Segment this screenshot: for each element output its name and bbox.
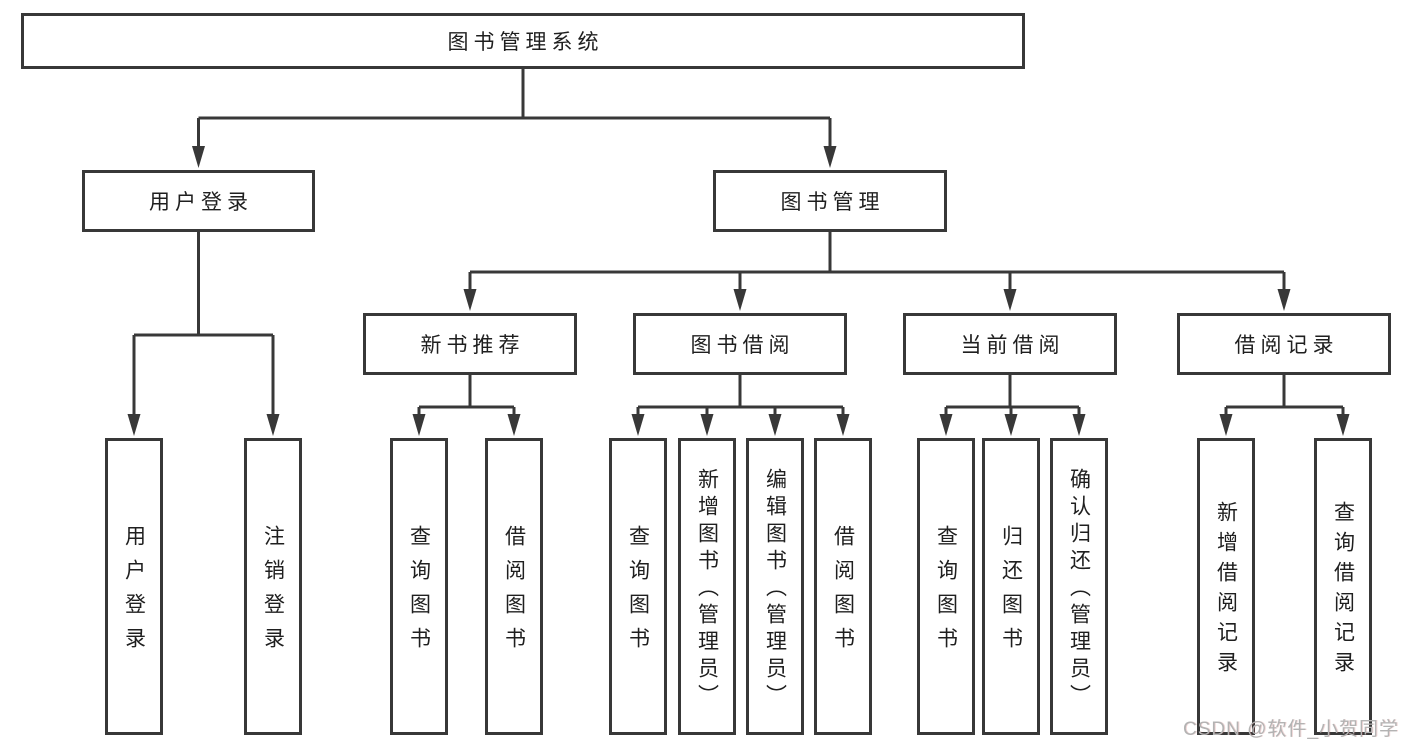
arrowhead-icon	[700, 414, 714, 436]
arrowhead-icon	[939, 414, 953, 436]
leaf-user-login: 用户登录	[105, 438, 163, 735]
node-user-login: 用户登录	[82, 170, 315, 232]
leaf-confirm-return-admin: 确认归还（管理员）	[1050, 438, 1108, 735]
leaf-label: 查询借阅记录	[1331, 501, 1355, 681]
node-label: 当前借阅	[960, 334, 1065, 357]
leaf-add-books-admin: 新增图书（管理员）	[678, 438, 736, 735]
leaf-label: 归还图书	[999, 525, 1023, 661]
arrowhead-icon	[192, 146, 205, 168]
arrowhead-icon	[507, 414, 521, 436]
arrowhead-icon	[733, 289, 747, 311]
leaf-label: 编辑图书（管理员）	[763, 468, 787, 711]
leaf-label: 借阅图书	[831, 525, 855, 661]
leaf-label: 查询图书	[407, 525, 431, 661]
node-borrowing-records: 借阅记录	[1177, 313, 1391, 375]
node-current-borrowing: 当前借阅	[903, 313, 1117, 375]
arrowhead-icon	[823, 146, 837, 168]
leaf-query-borrow-record: 查询借阅记录	[1314, 438, 1372, 735]
arrowhead-icon	[412, 414, 426, 436]
arrowhead-icon	[1336, 414, 1350, 436]
arrowhead-icon	[836, 414, 850, 436]
leaf-label: 确认归还（管理员）	[1067, 468, 1091, 711]
node-new-book-recommendation: 新书推荐	[363, 313, 577, 375]
leaf-query-books-current: 查询图书	[917, 438, 975, 735]
leaf-return-books: 归还图书	[982, 438, 1040, 735]
arrowheads-group	[127, 146, 1350, 436]
leaf-label: 新增借阅记录	[1214, 501, 1238, 681]
leaf-edit-books-admin: 编辑图书（管理员）	[746, 438, 804, 735]
arrowhead-icon	[1003, 289, 1017, 311]
arrowhead-icon	[1004, 414, 1018, 436]
arrowhead-icon	[1072, 414, 1086, 436]
arrowhead-icon	[1219, 414, 1233, 436]
arrowhead-icon	[463, 289, 477, 311]
leaf-label: 借阅图书	[502, 525, 526, 661]
node-label: 用户登录	[149, 191, 253, 214]
leaf-query-books-recommend: 查询图书	[390, 438, 448, 735]
watermark-text: CSDN @软件_小贺同学	[1183, 719, 1399, 740]
node-book-borrowing: 图书借阅	[633, 313, 847, 375]
arrowhead-icon	[768, 414, 782, 436]
arrowhead-icon	[127, 414, 141, 436]
leaf-label: 用户登录	[122, 525, 146, 661]
arrowhead-icon	[1277, 289, 1291, 311]
leaf-borrow-books-recommend: 借阅图书	[485, 438, 543, 735]
leaf-add-borrow-record: 新增借阅记录	[1197, 438, 1255, 735]
leaf-label: 查询图书	[934, 525, 958, 661]
leaf-query-books-borrowing: 查询图书	[609, 438, 667, 735]
arrowhead-icon	[266, 414, 280, 436]
node-label: 借阅记录	[1234, 334, 1339, 357]
leaf-logout-login: 注销登录	[244, 438, 302, 735]
node-label: 图书管理	[780, 191, 885, 214]
arrowhead-icon	[631, 414, 645, 436]
node-label: 图书借阅	[690, 334, 795, 357]
leaf-label: 注销登录	[261, 525, 285, 661]
node-library-management-system: 图书管理系统	[21, 13, 1025, 69]
node-book-management: 图书管理	[713, 170, 947, 232]
connector-path	[132, 69, 1345, 418]
node-label: 新书推荐	[420, 334, 525, 357]
leaf-label: 新增图书（管理员）	[695, 468, 719, 711]
leaf-label: 查询图书	[626, 525, 650, 661]
node-label: 图书管理系统	[447, 31, 604, 54]
leaf-borrow-books-borrowing: 借阅图书	[814, 438, 872, 735]
